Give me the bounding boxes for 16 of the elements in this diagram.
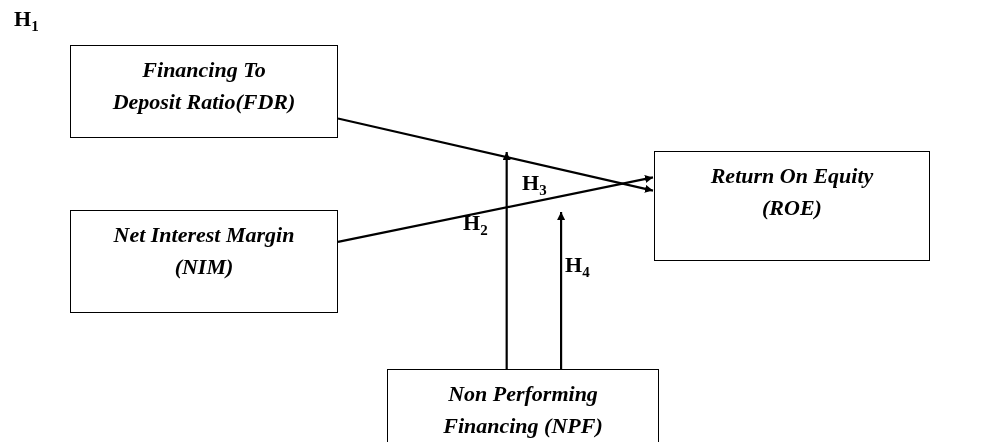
hypothesis-label: H$_{3}$ (522, 172, 547, 198)
hypothesis-label: H$_{2}$ (463, 212, 488, 238)
hypothesis-label: H$_{1}$ (14, 8, 39, 34)
arrow (337, 117, 654, 193)
arrow (502, 152, 511, 369)
variable-box (70, 210, 338, 313)
variable-name: Non Performing Financing (NPF) (442, 380, 604, 440)
arrow (337, 175, 654, 243)
variable-name: Net Interest Margin (NIM) (112, 221, 296, 281)
variable-box (387, 369, 659, 442)
variable-name: Return On Equity (ROE) (709, 162, 875, 222)
arrow (557, 212, 566, 369)
variable-name: Financing To Deposit Ratio(FDR) (111, 56, 297, 116)
variable-box (70, 45, 338, 138)
hypothesis-label: H$_{4}$ (565, 254, 590, 280)
variable-box (654, 151, 930, 261)
